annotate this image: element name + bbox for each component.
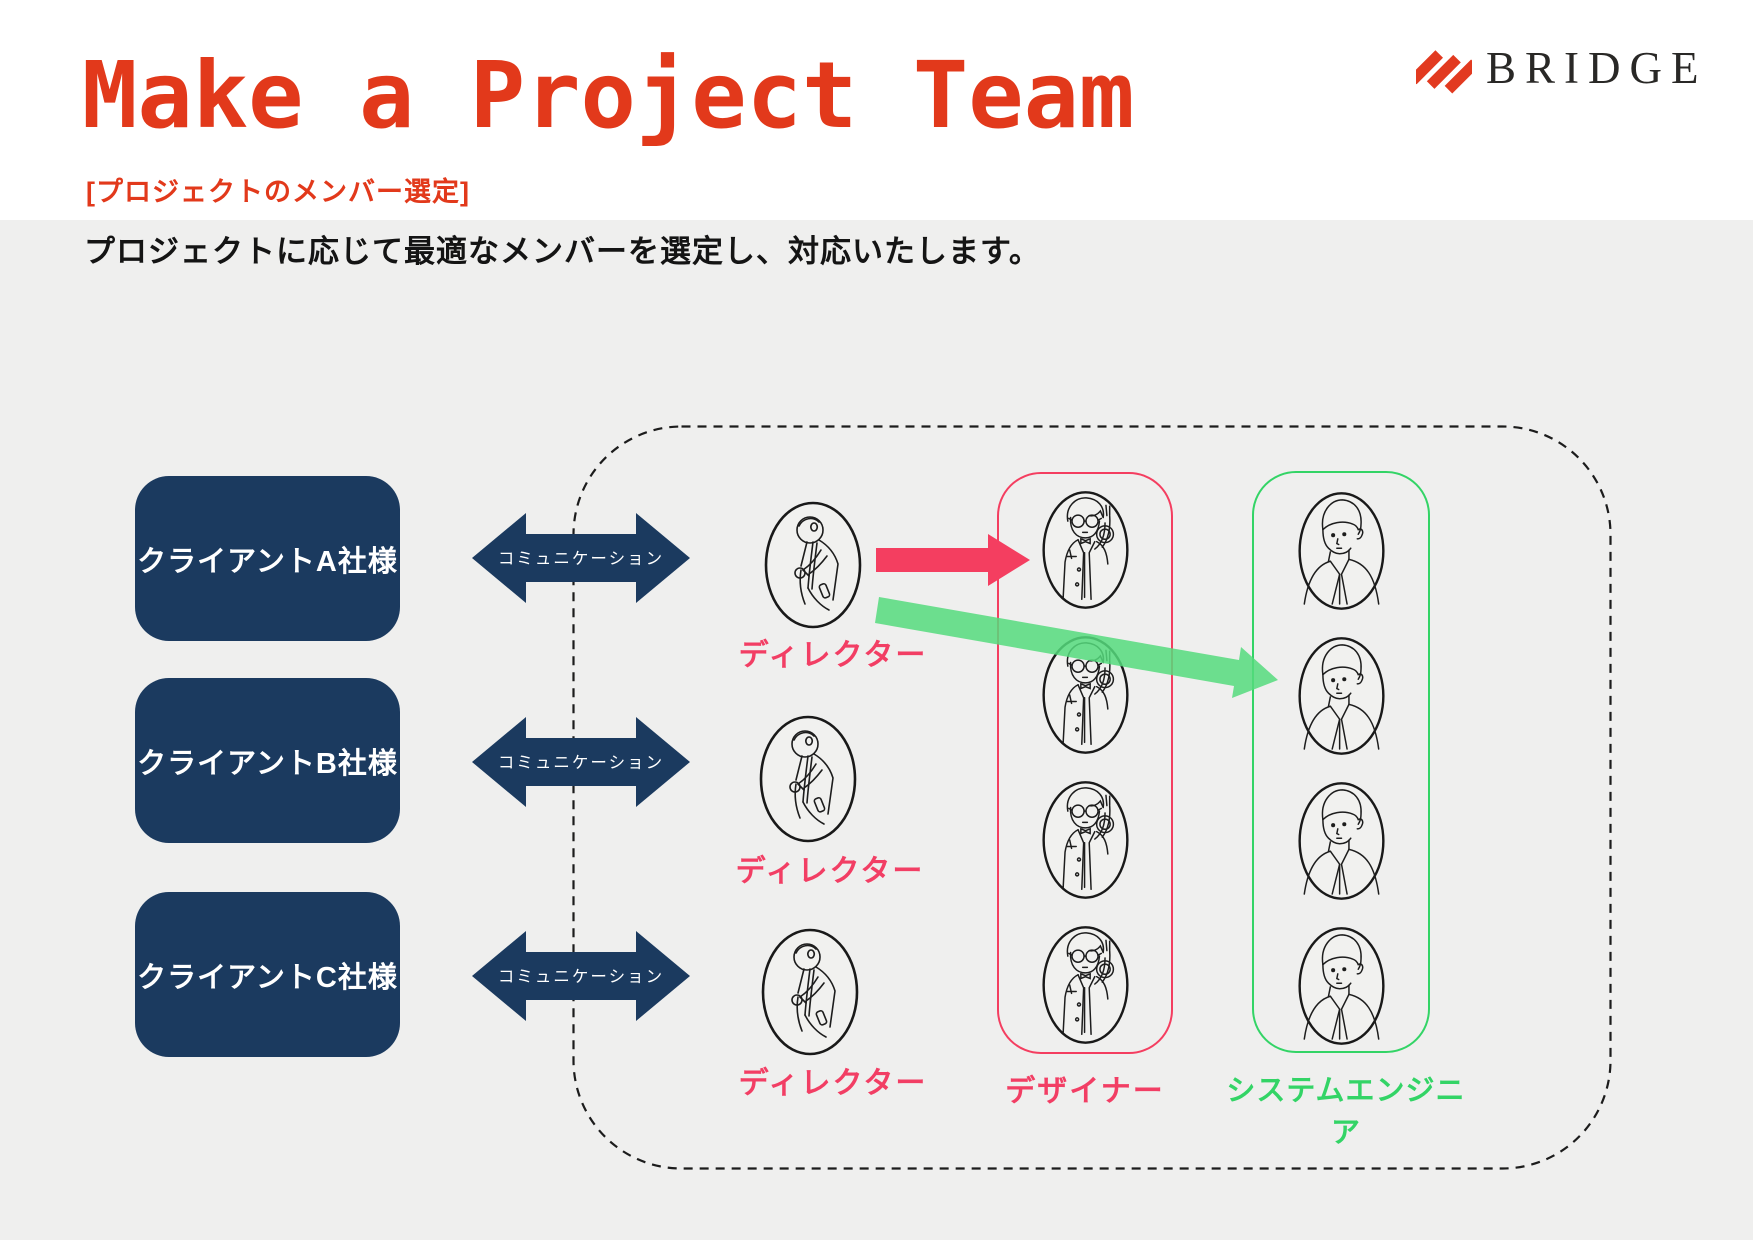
communication-label-b: コミュニケーション (498, 754, 664, 772)
client-c-label: クライアントC社様 (137, 961, 398, 994)
communication-arrow-c: コミュニケーション (472, 931, 690, 1021)
engineer-figure-2 (1298, 637, 1385, 755)
communication-arrow-b: コミュニケーション (472, 717, 690, 807)
diagonal-stripes-icon (1416, 50, 1472, 94)
engineer-figure-3 (1298, 782, 1385, 900)
assign-arrow-to-designer (876, 534, 1030, 586)
engineer-figure-1 (1298, 492, 1385, 610)
director-figure-2 (759, 715, 857, 843)
page-subtitle: [プロジェクトのメンバー選定] (86, 177, 470, 207)
designer-label: デザイナー (1005, 1075, 1165, 1108)
page-title: Make a Project Team (82, 42, 1135, 149)
designer-figure-4 (1042, 926, 1129, 1044)
team-dashed-container (572, 425, 1612, 1170)
director-label-3: ディレクター (738, 1067, 928, 1100)
engineer-group-box (1252, 471, 1430, 1053)
engineer-label: システムエンジニア (1226, 1075, 1466, 1149)
client-a-label: クライアントA社様 (137, 545, 398, 578)
director-figure-1 (764, 501, 862, 629)
client-c-box: クライアントC社様 (135, 892, 400, 1057)
assign-arrow-to-engineer (875, 597, 1278, 698)
director-figure-3 (761, 928, 859, 1056)
brand-logo: BRIDGE (1416, 40, 1726, 104)
communication-arrow-a: コミュニケーション (472, 513, 690, 603)
page-description: プロジェクトに応じて最適なメンバーを選定し、対応いたします。 (84, 234, 1041, 269)
communication-label-a: コミュニケーション (498, 550, 664, 568)
brand-name: BRIDGE (1486, 43, 1708, 93)
director-label-1: ディレクター (738, 639, 928, 672)
director-label-2: ディレクター (735, 855, 925, 888)
communication-label-c: コミュニケーション (498, 968, 664, 986)
designer-group-box (997, 472, 1173, 1054)
client-a-box: クライアントA社様 (135, 476, 400, 641)
designer-figure-3 (1042, 781, 1129, 899)
engineer-figure-4 (1298, 927, 1385, 1045)
client-b-box: クライアントB社様 (135, 678, 400, 843)
client-b-label: クライアントB社様 (137, 747, 398, 780)
